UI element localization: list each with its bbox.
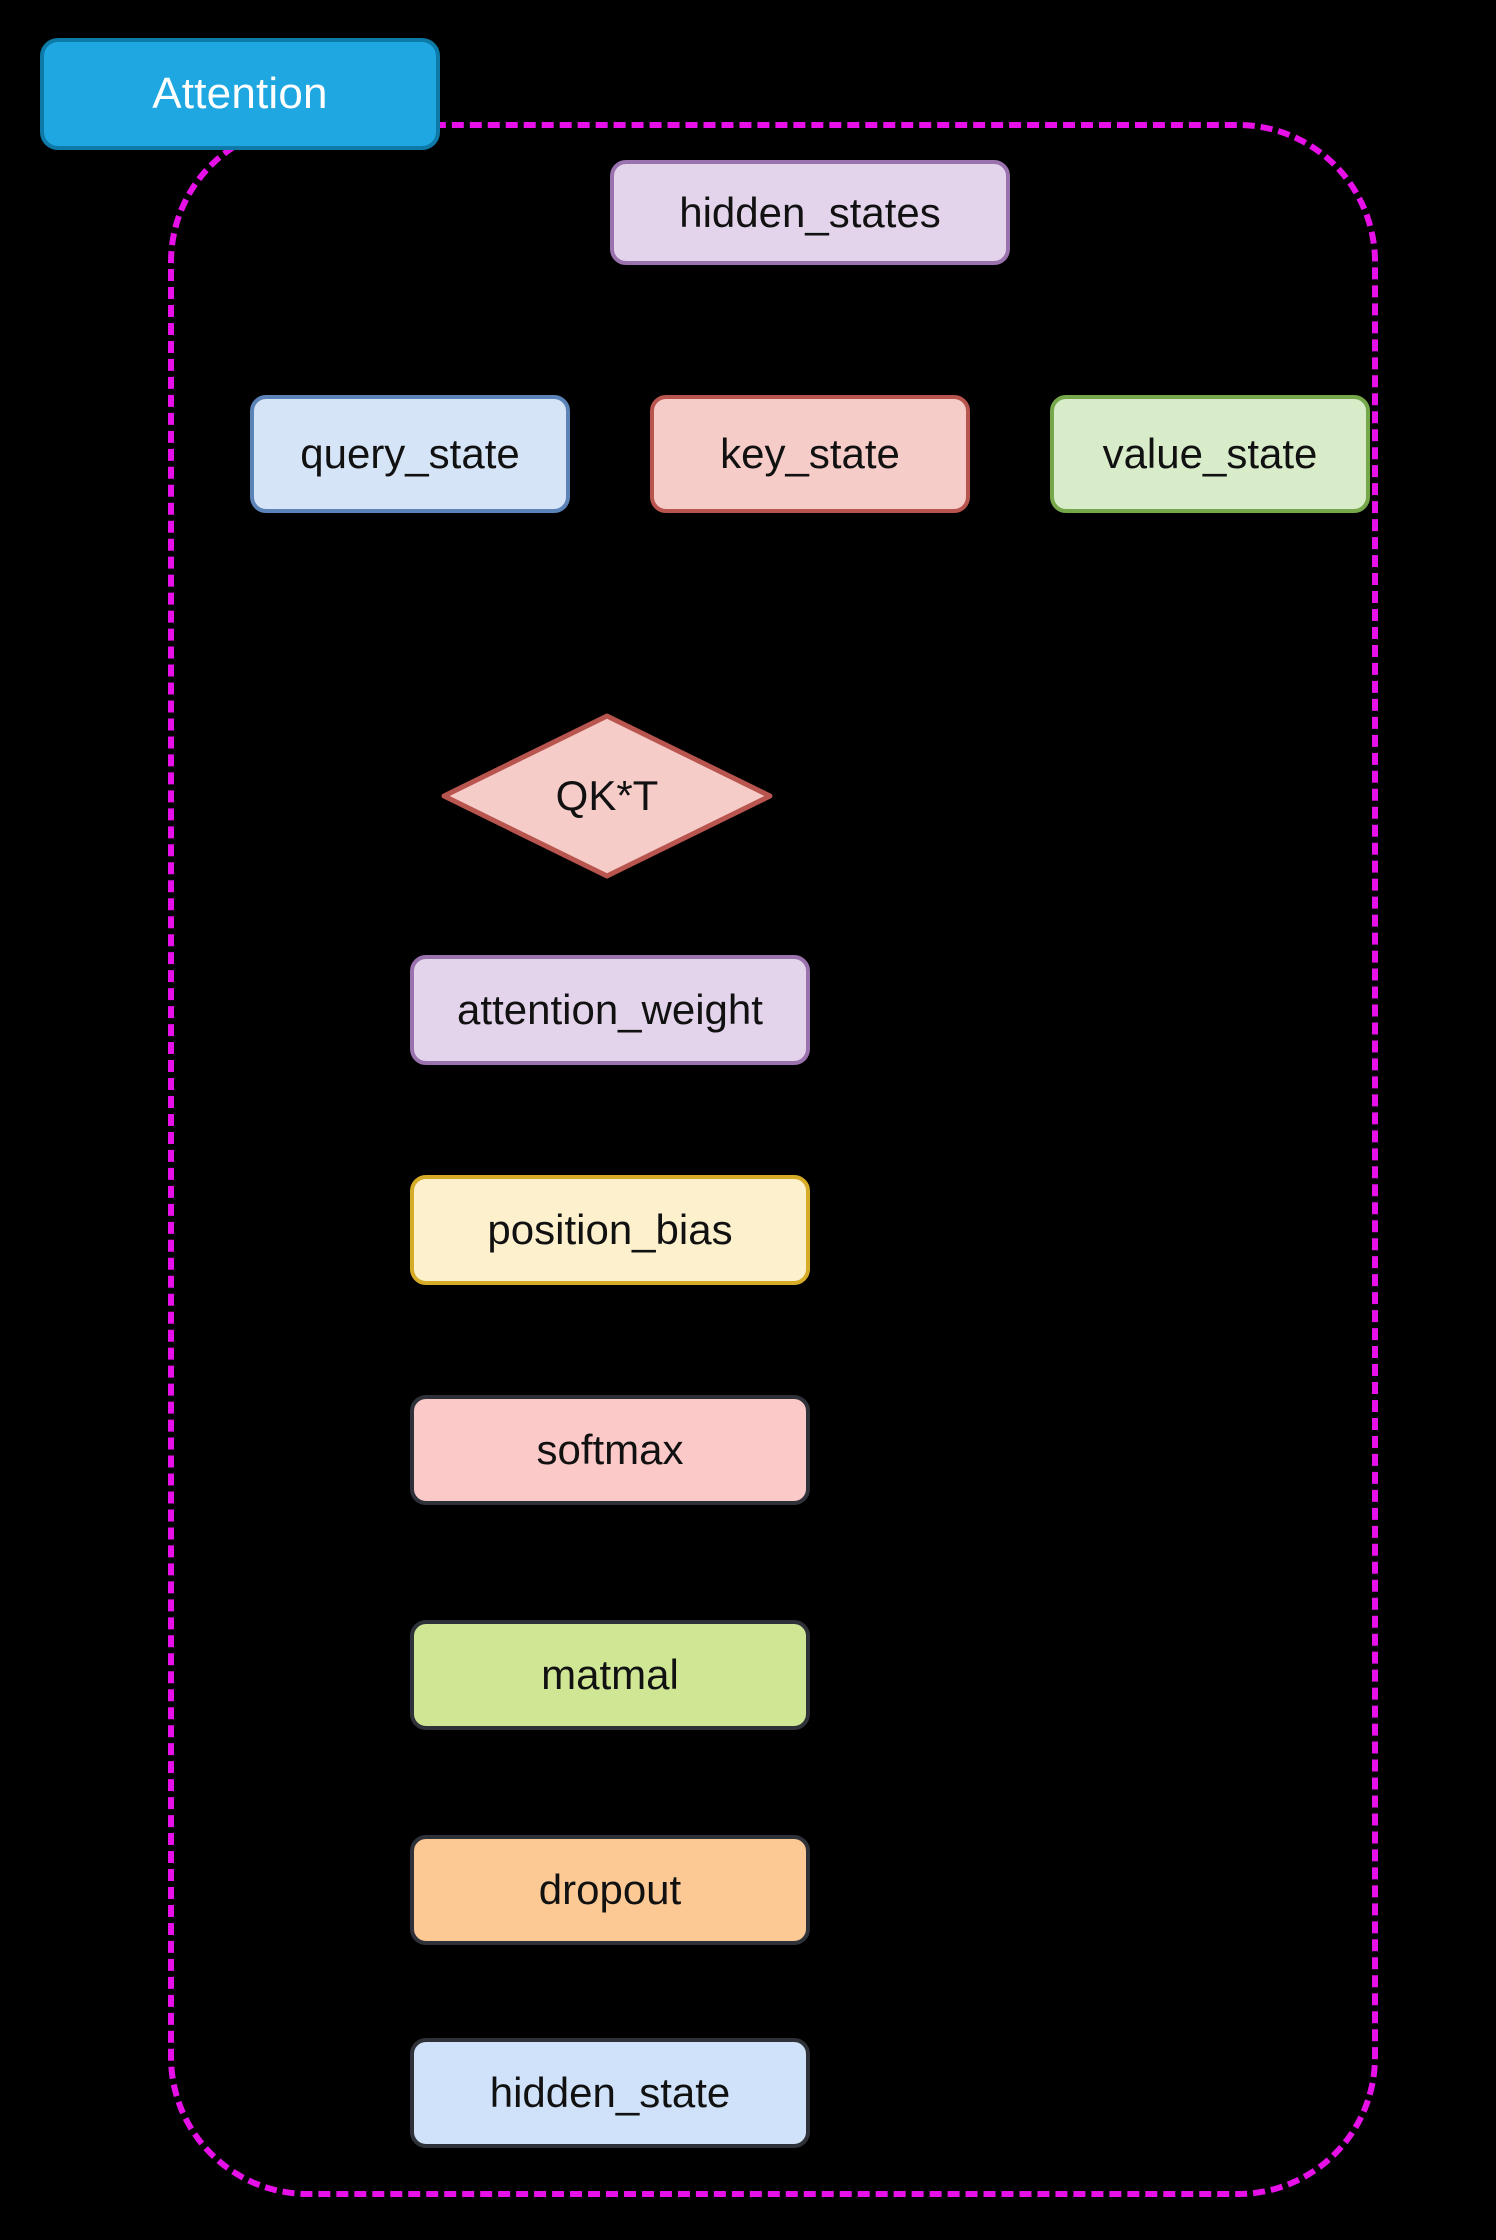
subgraph-title-attention[interactable]: Attention [40,38,440,150]
node-value-state[interactable]: value_state [1050,395,1370,513]
node-attention-weight[interactable]: attention_weight [410,955,810,1065]
node-softmax[interactable]: softmax [410,1395,810,1505]
node-position-bias[interactable]: position_bias [410,1175,810,1285]
node-hidden-states[interactable]: hidden_states [610,160,1010,265]
node-matmal[interactable]: matmal [410,1620,810,1730]
node-hidden-state[interactable]: hidden_state [410,2038,810,2148]
node-qkt-diamond[interactable]: QK*T [440,712,774,880]
node-key-state[interactable]: key_state [650,395,970,513]
node-query-state[interactable]: query_state [250,395,570,513]
diamond-shape-icon [441,713,773,879]
attention-subgraph-border [168,122,1378,2197]
node-dropout[interactable]: dropout [410,1835,810,1945]
